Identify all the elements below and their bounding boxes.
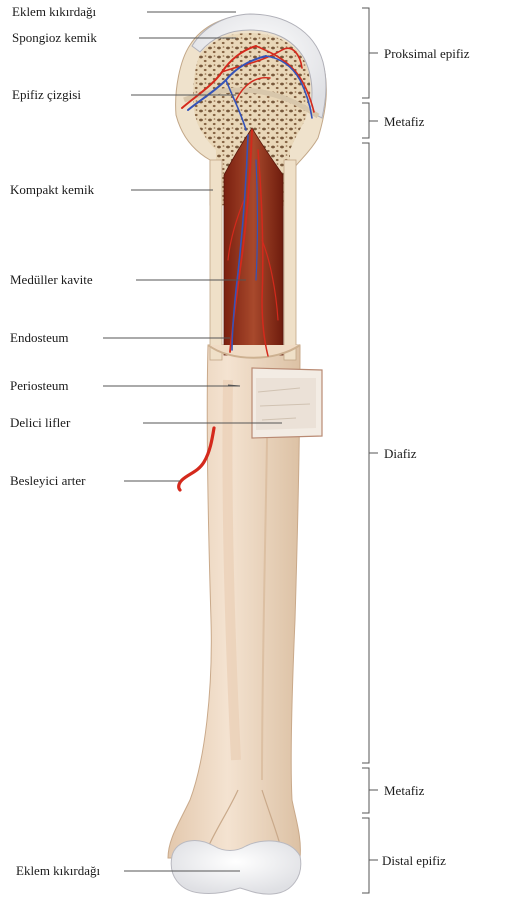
label-periosteum: Periosteum [10,378,69,393]
label-spongioz-kemik: Spongioz kemik [12,30,97,45]
label-delici-lifler: Delici lifler [10,415,70,430]
label-distal-epifiz: Distal epifiz [382,853,446,868]
label-epifiz-cizgisi: Epifiz çizgisi [12,87,81,102]
label-endosteum: Endosteum [10,330,69,345]
label-diafiz: Diafiz [384,446,416,461]
label-metafiz-top: Metafiz [384,114,424,129]
label-eklem-kikirdagi-bottom: Eklem kıkırdağı [16,863,100,878]
label-meduller-kavite: Medüller kavite [10,272,93,287]
label-kompakt-kemik: Kompakt kemik [10,182,94,197]
label-proksimal-epifiz: Proksimal epifiz [384,46,470,61]
label-eklem-kikirdagi-top: Eklem kıkırdağı [12,4,96,19]
label-metafiz-bottom: Metafiz [384,783,424,798]
label-besleyici-arter: Besleyici arter [10,473,85,488]
right-brackets [362,8,378,893]
